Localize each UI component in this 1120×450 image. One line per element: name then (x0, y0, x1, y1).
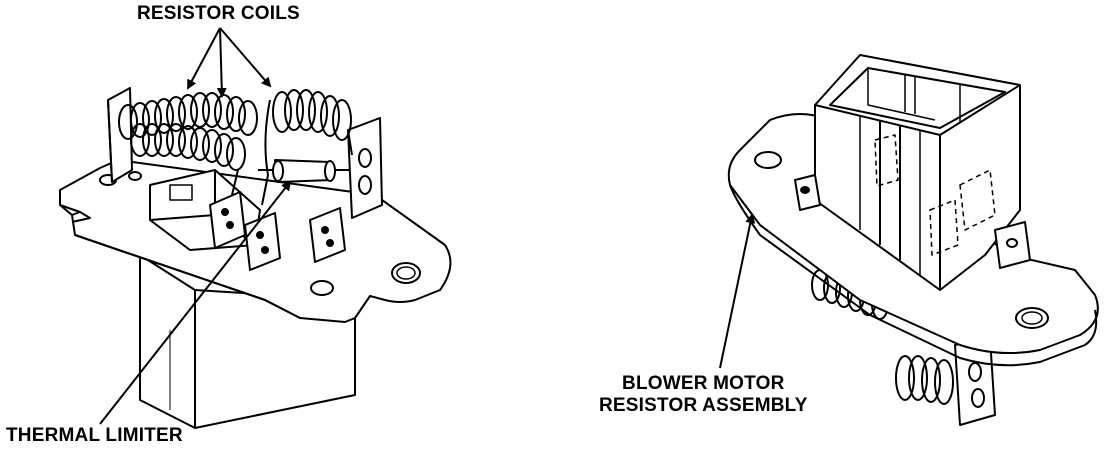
resistor-coils-leaders (187, 27, 272, 98)
thermal-limiter-label: THERMAL LIMITER (6, 425, 183, 446)
blower-label-line1: BLOWER MOTOR (622, 373, 785, 394)
blower-label-line2: RESISTOR ASSEMBLY (599, 395, 808, 416)
thermal-limiter (258, 159, 350, 183)
blower-motor-resistor-assembly-label: BLOWER MOTOR RESISTOR ASSEMBLY (599, 373, 808, 417)
blower-assembly-leader (719, 213, 756, 369)
right-end-coil (895, 355, 954, 405)
resistor-coil-right (264, 89, 353, 176)
left-plate-hole (310, 280, 334, 296)
terminal-tab (309, 207, 346, 263)
connector-housing (794, 54, 1031, 291)
left-resistor-assembly (59, 87, 452, 429)
left-plate-hole (391, 262, 421, 284)
right-plate-hole (1015, 307, 1049, 329)
thermal-limiter-leader (99, 180, 292, 425)
resistor-coils-label: RESISTOR COILS (137, 3, 300, 24)
resistor-coil-left (118, 92, 258, 171)
right-plate-hole (754, 151, 782, 169)
right-blower-resistor-assembly (727, 54, 1099, 426)
terminal-tab (209, 191, 246, 249)
